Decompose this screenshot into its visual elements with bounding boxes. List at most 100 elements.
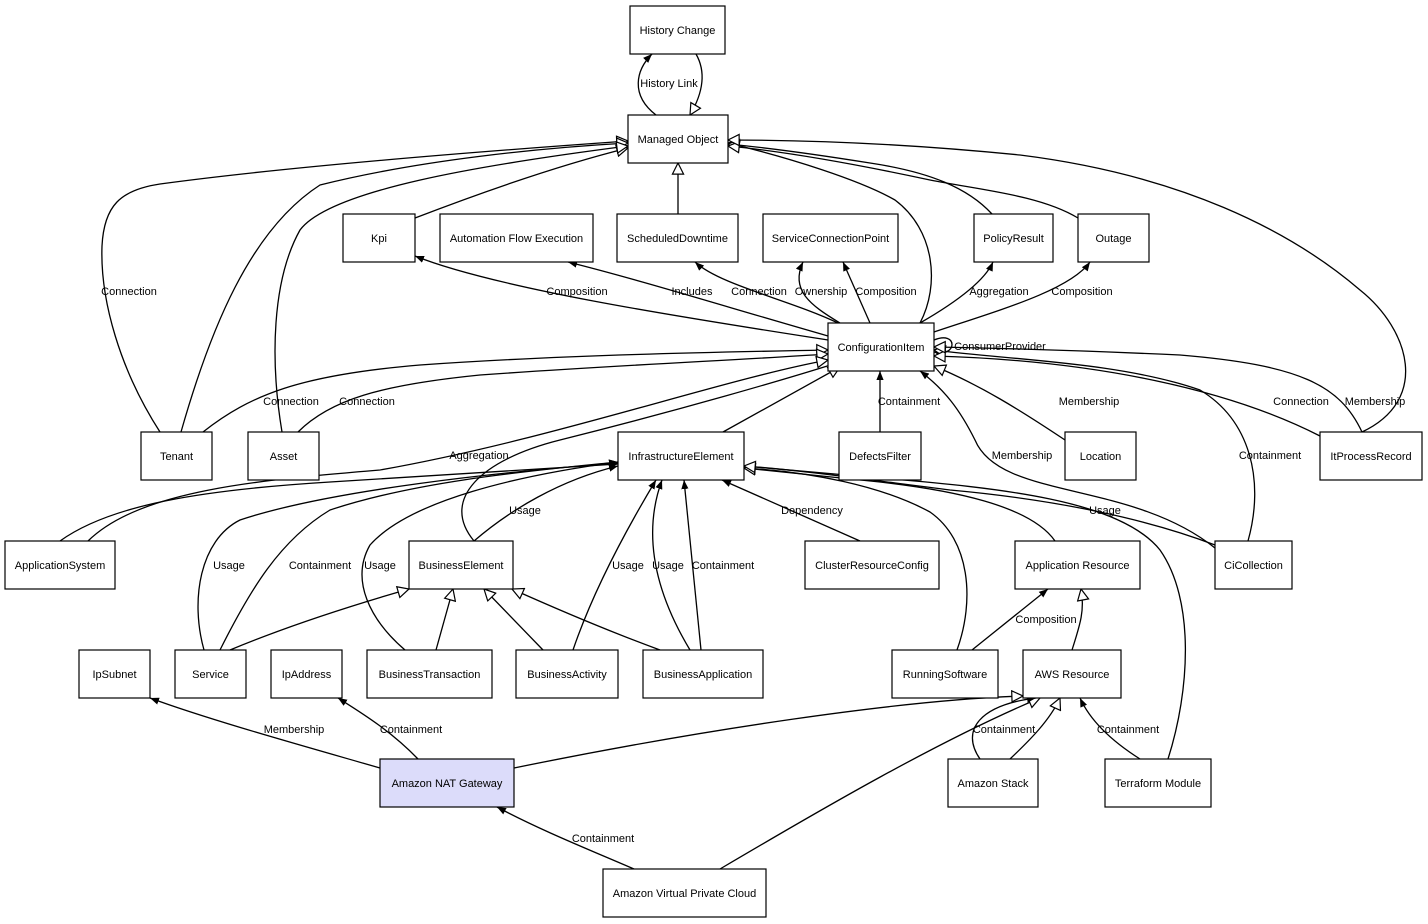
node-history-change[interactable]: History Change [629, 5, 726, 55]
edge-configuration-item-to-scheduled-downtime [694, 261, 839, 324]
edge-policy-result-to-managed-object [728, 144, 993, 215]
node-ip-address[interactable]: IpAddress [270, 649, 343, 699]
inheritance-arrow [229, 589, 409, 651]
inheritance-arrow [728, 146, 1079, 219]
node-box [838, 431, 922, 481]
relationship-arrow [721, 479, 861, 542]
node-label: AWS Resource [1035, 669, 1110, 681]
node-business-transaction[interactable]: BusinessTransaction [366, 649, 493, 699]
edge-label: Dependency [781, 505, 843, 517]
node-application-resource[interactable]: Application Resource [1014, 540, 1141, 590]
node-location[interactable]: Location [1064, 431, 1137, 481]
node-asset[interactable]: Asset [247, 431, 320, 481]
node-business-application[interactable]: BusinessApplication [642, 649, 764, 699]
node-infrastructure-element[interactable]: InfrastructureElement [617, 431, 745, 481]
node-amazon-vpc[interactable]: Amazon Virtual Private Cloud [602, 868, 767, 918]
relationship-arrow [637, 53, 657, 116]
node-box [642, 649, 764, 699]
inheritance-arrow [934, 356, 1321, 437]
edge-label: Containment [289, 560, 351, 572]
node-ci-collection[interactable]: CiCollection [1214, 540, 1293, 590]
edge-business-transaction-to-business-element [435, 589, 453, 651]
node-label: Application Resource [1026, 560, 1130, 572]
edge-label: Includes [672, 286, 713, 298]
relationship-arrow [572, 479, 657, 651]
node-terraform-module[interactable]: Terraform Module [1104, 758, 1212, 808]
edge-ci-collection-to-configuration-item [934, 350, 1256, 542]
node-cluster-resource-config[interactable]: ClusterResourceConfig [804, 540, 940, 590]
edge-configuration-item-to-outage [933, 261, 1091, 333]
node-label: Service [192, 669, 229, 681]
node-business-activity[interactable]: BusinessActivity [515, 649, 619, 699]
node-label: Location [1080, 451, 1122, 463]
node-label: Automation Flow Execution [450, 233, 583, 245]
node-kpi[interactable]: Kpi [342, 213, 416, 263]
node-label: History Change [640, 25, 716, 37]
node-defects-filter[interactable]: DefectsFilter [838, 431, 922, 481]
node-label: BusinessApplication [654, 669, 752, 681]
node-box [617, 431, 745, 481]
edge-configuration-item-to-kpi [414, 255, 829, 341]
node-service-connection-point[interactable]: ServiceConnectionPoint [762, 213, 899, 263]
node-managed-object[interactable]: Managed Object [627, 114, 729, 164]
edge-amazon-nat-gateway-to-ip-address [337, 697, 419, 760]
node-configuration-item[interactable]: ConfigurationItem [827, 322, 935, 372]
edge-label: Containment [380, 724, 442, 736]
node-tenant[interactable]: Tenant [140, 431, 213, 481]
edge-label: Aggregation [969, 286, 1028, 298]
node-amazon-stack[interactable]: Amazon Stack [947, 758, 1039, 808]
node-it-process-record[interactable]: ItProcessRecord [1319, 431, 1423, 481]
node-service[interactable]: Service [174, 649, 247, 699]
node-application-system[interactable]: ApplicationSystem [4, 540, 116, 590]
node-amazon-nat-gateway[interactable]: Amazon NAT Gateway [379, 758, 515, 808]
node-box [1214, 540, 1293, 590]
edge-label: Membership [992, 450, 1053, 462]
node-box [366, 649, 493, 699]
node-outage[interactable]: Outage [1077, 213, 1150, 263]
inheritance-arrow [274, 146, 628, 433]
node-box [1064, 431, 1137, 481]
node-aws-resource[interactable]: AWS Resource [1022, 649, 1122, 699]
edge-amazon-nat-gateway-to-aws-resource [513, 696, 1023, 769]
edge-label: ConsumerProvider [954, 341, 1046, 353]
node-scheduled-downtime[interactable]: ScheduledDowntime [616, 213, 739, 263]
edge-label: Usage [1089, 505, 1121, 517]
edge-label: Composition [855, 286, 916, 298]
node-running-software[interactable]: RunningSoftware [891, 649, 999, 699]
edge-configuration-item-to-service-connection-point [795, 261, 841, 324]
inheritance-arrow [180, 143, 628, 433]
node-box [762, 213, 899, 263]
node-automation-flow-execution[interactable]: Automation Flow Execution [439, 213, 594, 263]
node-box [174, 649, 247, 699]
edge-label: Connection [263, 396, 319, 408]
node-label: Tenant [160, 451, 193, 463]
edge-terraform-module-to-aws-resource [1079, 697, 1141, 760]
edge-configuration-item-to-policy-result [919, 261, 994, 324]
relationship-arrow [337, 697, 419, 760]
relationship-arrow [971, 695, 1037, 760]
relationship-arrow [197, 460, 619, 651]
inheritance-arrow [414, 148, 628, 219]
node-box [1014, 540, 1141, 590]
edge-label: Usage [364, 560, 396, 572]
node-box [1104, 758, 1212, 808]
node-policy-result[interactable]: PolicyResult [973, 213, 1054, 263]
relationship-arrow [795, 261, 841, 324]
relationship-arrow [219, 459, 619, 651]
node-label: ClusterResourceConfig [815, 560, 929, 572]
edge-amazon-nat-gateway-to-ip-subnet [149, 697, 381, 769]
node-ip-subnet[interactable]: IpSubnet [78, 649, 151, 699]
edge-label: Ownership [795, 286, 848, 298]
inheritance-arrow [461, 362, 840, 542]
relationship-arrow [919, 370, 1216, 549]
edge-it-process-record-to-managed-object [728, 140, 1407, 433]
inheritance-arrow [435, 589, 453, 651]
inheritance-arrow [512, 589, 661, 651]
node-label: IpSubnet [92, 669, 136, 681]
node-label: ConfigurationItem [838, 342, 925, 354]
edge-business-application-to-infrastructure-element [652, 479, 691, 651]
node-business-element[interactable]: BusinessElement [408, 540, 514, 590]
inheritance-arrow [297, 354, 828, 433]
edge-label: Connection [731, 286, 787, 298]
